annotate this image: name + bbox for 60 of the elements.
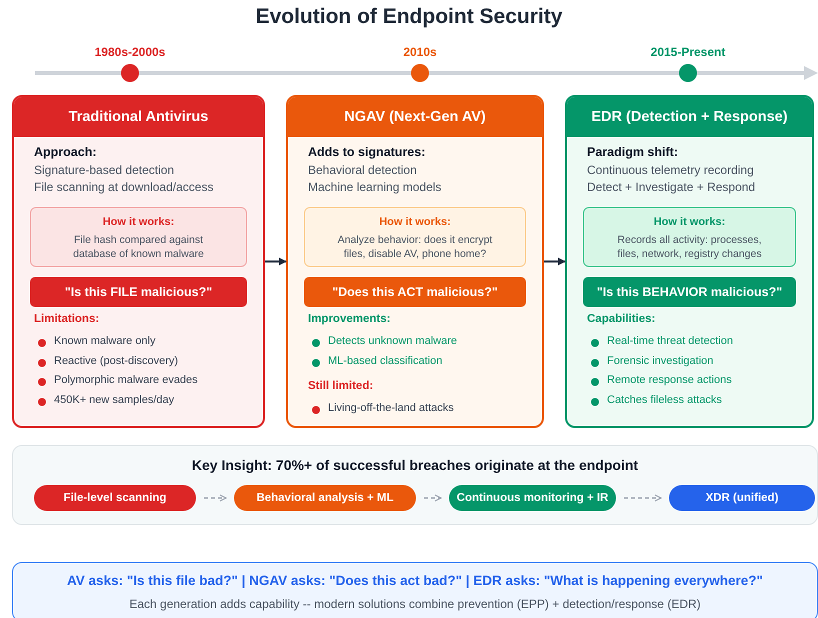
arrow: [544, 258, 566, 266]
arrow: [624, 494, 662, 502]
summary-text: Each generation adds capability -- modern solutions combine prevention (EPP) + detection/response (EDR): [128, 597, 702, 611]
arrow: [204, 494, 227, 502]
stage-pill: Behavioral analysis + ML: [234, 485, 416, 511]
section-heading: Limitations:: [34, 313, 100, 325]
arrow: [265, 258, 287, 266]
info-text: Analyze behavior: does it encrypt files, disable AV, phone home?: [336, 233, 494, 261]
info-heading: How it works:: [378, 216, 452, 228]
list-item: Real-time threat detection: [607, 335, 733, 347]
section-heading: Improvements:: [308, 313, 390, 325]
insight-panel: [12, 445, 818, 525]
stage-pill: File-level scanning: [34, 485, 196, 511]
year-label: 2015-Present: [650, 45, 726, 59]
info-heading: How it works:: [102, 216, 176, 228]
card-header: NGAV (Next-Gen AV): [288, 97, 542, 137]
insight-title: Key Insight: 70%+ of successful breaches originate at the endpoint: [190, 457, 640, 473]
card-header: Traditional Antivirus: [14, 97, 263, 137]
info-box: [304, 207, 526, 267]
list-item: Polymorphic malware evades: [54, 374, 198, 386]
year-label: 1980s-2000s: [94, 45, 166, 59]
question-pill: "Is this FILE malicious?": [30, 277, 247, 307]
section-heading: Paradigm shift:: [587, 145, 678, 159]
title: Evolution of Endpoint Security: [254, 5, 564, 29]
card: [12, 95, 265, 428]
list-item: Remote response actions: [607, 374, 732, 386]
list-item: Forensic investigation: [607, 354, 714, 366]
summary-heading: AV asks: "Is this file bad?" | NGAV asks: "Does this act bad?" | EDR asks: "What is happening everywhere?": [66, 573, 764, 588]
body-text: Signature-based detection: [34, 163, 174, 177]
year-label: 2010s: [402, 45, 438, 59]
body-text: Continuous telemetry recording: [587, 163, 754, 177]
question-pill: "Does this ACT malicious?": [304, 277, 526, 307]
list-item: Catches fileless attacks: [607, 394, 722, 406]
section-heading: Adds to signatures:: [308, 145, 426, 159]
card-header: EDR (Detection + Response): [567, 97, 812, 137]
list-item: ML-based classification: [328, 354, 442, 366]
body-text: Detect + Investigate + Respond: [587, 180, 756, 194]
card: [565, 95, 814, 428]
info-heading: How it works:: [652, 216, 726, 228]
section-heading: Approach:: [34, 145, 96, 159]
info-box: [30, 207, 247, 267]
section-heading: Capabilities:: [587, 313, 656, 325]
info-text: File hash compared against database of known malware: [72, 233, 205, 261]
stage-pill: Continuous monitoring + IR: [449, 485, 616, 511]
info-box: [583, 207, 796, 267]
list-item: Known malware only: [54, 335, 156, 347]
section-heading: Still limited:: [308, 380, 374, 392]
stage-pill: XDR (unified): [669, 485, 815, 511]
arrow: [424, 494, 442, 502]
list-item: Detects unknown malware: [328, 335, 458, 347]
info-text: Records all activity: processes, files, network, registry changes: [616, 233, 763, 261]
list-item: 450K+ new samples/day: [54, 394, 174, 406]
body-text: Machine learning models: [308, 180, 442, 194]
summary-panel: [12, 562, 818, 618]
question-pill: "Is this BEHAVIOR malicious?": [583, 277, 796, 307]
card: [286, 95, 544, 428]
body-text: Behavioral detection: [308, 163, 417, 177]
list-item: Reactive (post-discovery): [54, 354, 178, 366]
body-text: File scanning at download/access: [34, 180, 214, 194]
list-item: Living-off-the-land attacks: [328, 402, 454, 414]
